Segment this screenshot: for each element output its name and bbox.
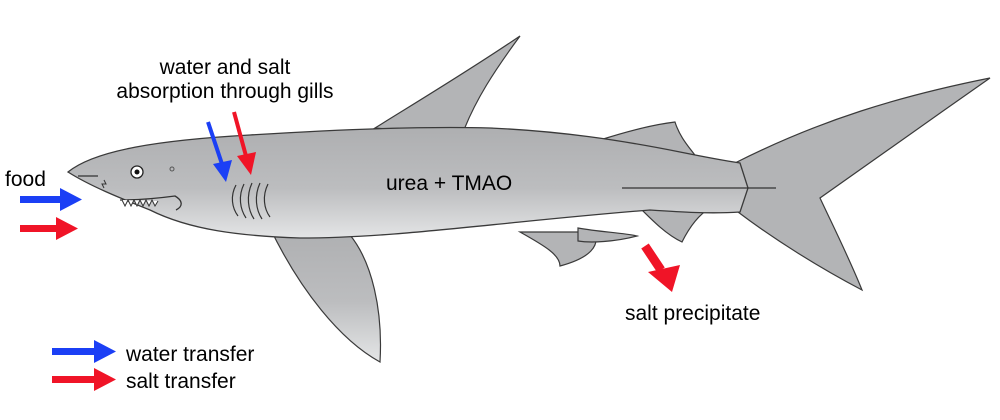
legend-water-arrow-icon <box>52 340 116 363</box>
caudal-fin <box>734 77 991 292</box>
dorsal-fin <box>373 35 521 136</box>
urea-tmao-label: urea + TMAO <box>386 172 513 195</box>
gill-water-arrow <box>206 121 232 182</box>
mouth <box>119 195 182 211</box>
gills-label-line1: water and salt <box>159 56 291 79</box>
pectoral-fin <box>268 227 382 363</box>
spiracle <box>169 166 175 172</box>
teeth <box>121 198 159 208</box>
gill-salt-arrow <box>232 111 256 175</box>
gills-absorption-label: water and salt absorption through gills <box>60 56 390 104</box>
legend-water-label: water transfer <box>126 343 255 366</box>
shark-body <box>66 126 749 239</box>
legend-salt-arrow-icon <box>52 368 116 391</box>
food-water-arrow <box>20 188 82 211</box>
food-salt-arrow <box>20 217 78 240</box>
gill-slits <box>231 182 271 220</box>
gills-label-line2: absorption through gills <box>116 80 334 103</box>
clasper <box>577 227 640 243</box>
salt-precipitate-arrow <box>641 243 680 292</box>
salt-precipitate-label: salt precipitate <box>625 302 761 325</box>
legend-salt-label: salt transfer <box>126 370 236 393</box>
food-label: food <box>5 168 46 191</box>
